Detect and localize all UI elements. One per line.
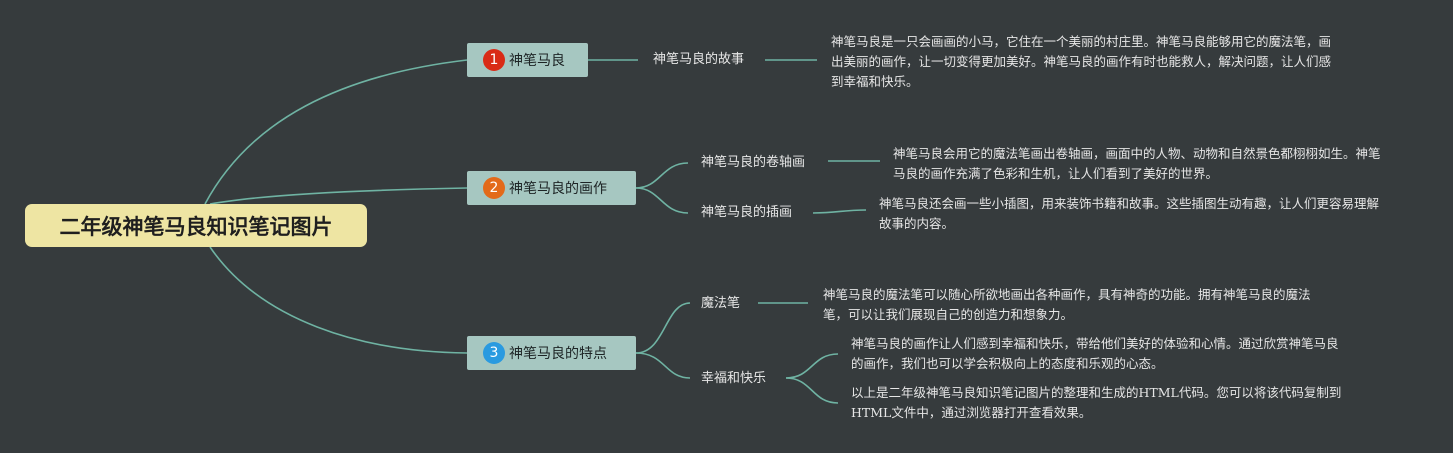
branch-topic-label: 神笔马良 bbox=[509, 53, 565, 69]
subtopic-label: 神笔马良的插画 bbox=[701, 205, 793, 220]
subtopic-3-1[interactable]: 魔法笔 bbox=[701, 295, 740, 313]
connector-root-branch-3 bbox=[209, 246, 468, 354]
connector-root-branch-2 bbox=[209, 187, 468, 205]
number-badge-icon: 2 bbox=[483, 177, 505, 199]
branch-topic-3[interactable]: 3 神笔马良的特点 bbox=[467, 336, 636, 370]
branch-topic-1[interactable]: 1 神笔马良 bbox=[467, 43, 588, 77]
detail-text: 神笔马良还会画一些小插图，用来装饰书籍和故事。这些插图生动有趣，让人们更容易理解… bbox=[879, 196, 1380, 231]
subtopic-3-2[interactable]: 幸福和快乐 bbox=[701, 370, 766, 388]
connector-sub-3-2-desc-1 bbox=[785, 353, 839, 379]
subtopic-label: 神笔马良的故事 bbox=[653, 52, 745, 67]
detail-2-1[interactable]: 神笔马良会用它的魔法笔画出卷轴画，画面中的人物、动物和自然景色都栩栩如生。神笔马… bbox=[893, 144, 1391, 184]
central-topic-label: 二年级神笔马良知识笔记图片 bbox=[59, 214, 333, 239]
subtopic-2-2[interactable]: 神笔马良的插画 bbox=[701, 204, 792, 222]
detail-3-2-a[interactable]: 神笔马良的画作让人们感到幸福和快乐，带给他们美好的体验和心情。通过欣赏神笔马良的… bbox=[851, 334, 1346, 374]
connector-sub-3-2-desc-2 bbox=[785, 377, 839, 404]
detail-text: 神笔马良的画作让人们感到幸福和快乐，带给他们美好的体验和心情。通过欣赏神笔马良的… bbox=[851, 336, 1339, 371]
subtopic-label: 幸福和快乐 bbox=[701, 371, 767, 386]
detail-text: 神笔马良的魔法笔可以随心所欲地画出各种画作，具有神奇的功能。拥有神笔马良的魔法笔… bbox=[823, 287, 1311, 322]
subtopic-label: 神笔马良的卷轴画 bbox=[701, 155, 806, 170]
connector-branch-2-sub-2 bbox=[635, 187, 689, 214]
connector-branch-2-sub-1 bbox=[635, 162, 689, 189]
number-badge-icon: 3 bbox=[483, 342, 505, 364]
detail-3-1[interactable]: 神笔马良的魔法笔可以随心所欲地画出各种画作，具有神奇的功能。拥有神笔马良的魔法笔… bbox=[823, 285, 1318, 325]
detail-2-2[interactable]: 神笔马良还会画一些小插图，用来装饰书籍和故事。这些插图生动有趣，让人们更容易理解… bbox=[879, 194, 1379, 234]
connector-sub-2-2-desc bbox=[812, 209, 867, 214]
branch-topic-2[interactable]: 2 神笔马良的画作 bbox=[467, 171, 636, 205]
branch-topic-label: 神笔马良的画作 bbox=[509, 181, 607, 197]
detail-3-2-b[interactable]: 以上是二年级神笔马良知识笔记图片的整理和生成的HTML代码。您可以将该代码复制到… bbox=[851, 383, 1346, 423]
subtopic-label: 魔法笔 bbox=[701, 296, 741, 311]
connector-branch-3-sub-1 bbox=[635, 302, 691, 354]
branch-topic-label: 神笔马良的特点 bbox=[509, 346, 607, 362]
detail-text: 神笔马良是一只会画画的小马，它住在一个美丽的村庄里。神笔马良能够用它的魔法笔，画… bbox=[831, 34, 1332, 89]
detail-text: 神笔马良会用它的魔法笔画出卷轴画，画面中的人物、动物和自然景色都栩栩如生。神笔马… bbox=[893, 146, 1381, 181]
connector-root-branch-1 bbox=[204, 59, 468, 205]
connector-branch-3-sub-2 bbox=[635, 352, 691, 379]
subtopic-2-1[interactable]: 神笔马良的卷轴画 bbox=[701, 154, 805, 172]
central-topic[interactable]: 二年级神笔马良知识笔记图片 bbox=[25, 204, 367, 247]
number-badge-icon: 1 bbox=[483, 49, 505, 71]
detail-1-1[interactable]: 神笔马良是一只会画画的小马，它住在一个美丽的村庄里。神笔马良能够用它的魔法笔，画… bbox=[831, 32, 1331, 92]
detail-text: 以上是二年级神笔马良知识笔记图片的整理和生成的HTML代码。您可以将该代码复制到… bbox=[851, 385, 1342, 420]
subtopic-1-1[interactable]: 神笔马良的故事 bbox=[653, 51, 744, 69]
